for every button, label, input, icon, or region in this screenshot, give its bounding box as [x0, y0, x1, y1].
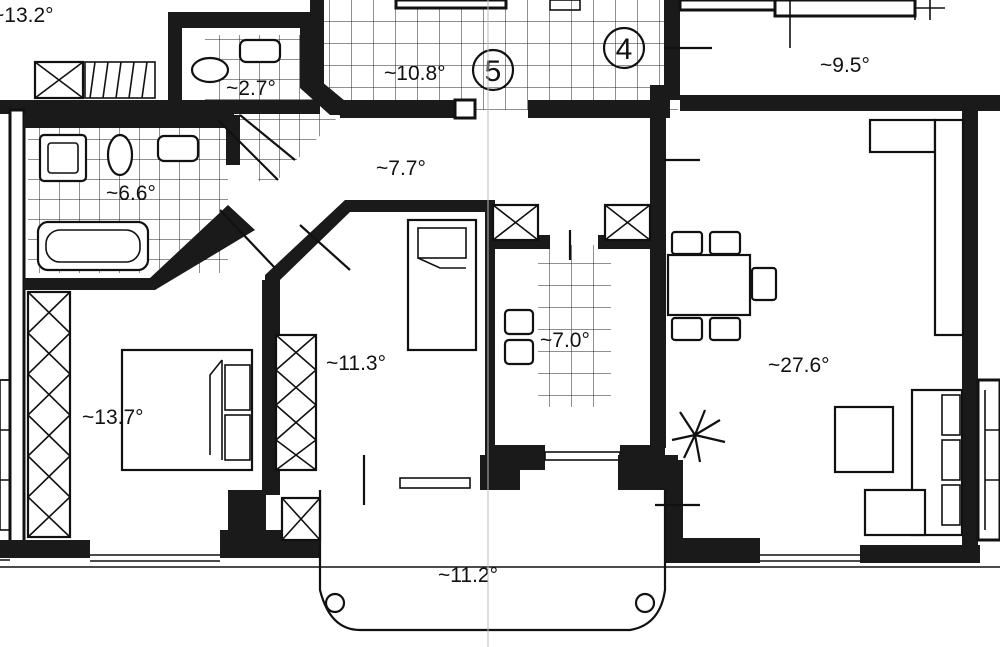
area-label-top-right: ~9.5°	[820, 54, 870, 77]
marker-4-label: 4	[616, 33, 633, 66]
area-label-top-left: ~13.2°	[0, 4, 54, 27]
area-label-hall: ~7.7°	[376, 157, 426, 180]
beds	[120, 218, 478, 472]
top-structure	[310, 0, 1000, 111]
section-markers: 5 4	[471, 26, 646, 92]
area-label-wc: ~2.7°	[226, 77, 276, 100]
balcony	[0, 477, 1000, 632]
area-label-stair: ~10.8°	[384, 62, 446, 85]
room-labels: ~13.2° ~2.7° ~10.8° ~9.5° ~6.6° ~7.7° ~1…	[0, 4, 870, 587]
bathroom-fixtures	[33, 38, 282, 272]
wardrobes	[26, 203, 652, 542]
marker-5-circle	[471, 48, 515, 92]
area-label-bath: ~6.6°	[106, 182, 156, 205]
area-label-balcony: ~11.2°	[438, 564, 498, 587]
area-label-bedroom: ~13.7°	[82, 406, 144, 429]
marker-4-circle	[602, 26, 646, 70]
outer-walls	[0, 12, 1000, 563]
area-label-kitchen: ~7.0°	[540, 329, 590, 352]
area-label-office: ~11.3°	[326, 352, 386, 375]
kitchen-sink	[503, 308, 535, 366]
living-furniture	[666, 118, 965, 537]
interior-walls	[24, 114, 700, 507]
area-label-living: ~27.6°	[768, 354, 830, 377]
marker-5-label: 5	[485, 55, 502, 88]
